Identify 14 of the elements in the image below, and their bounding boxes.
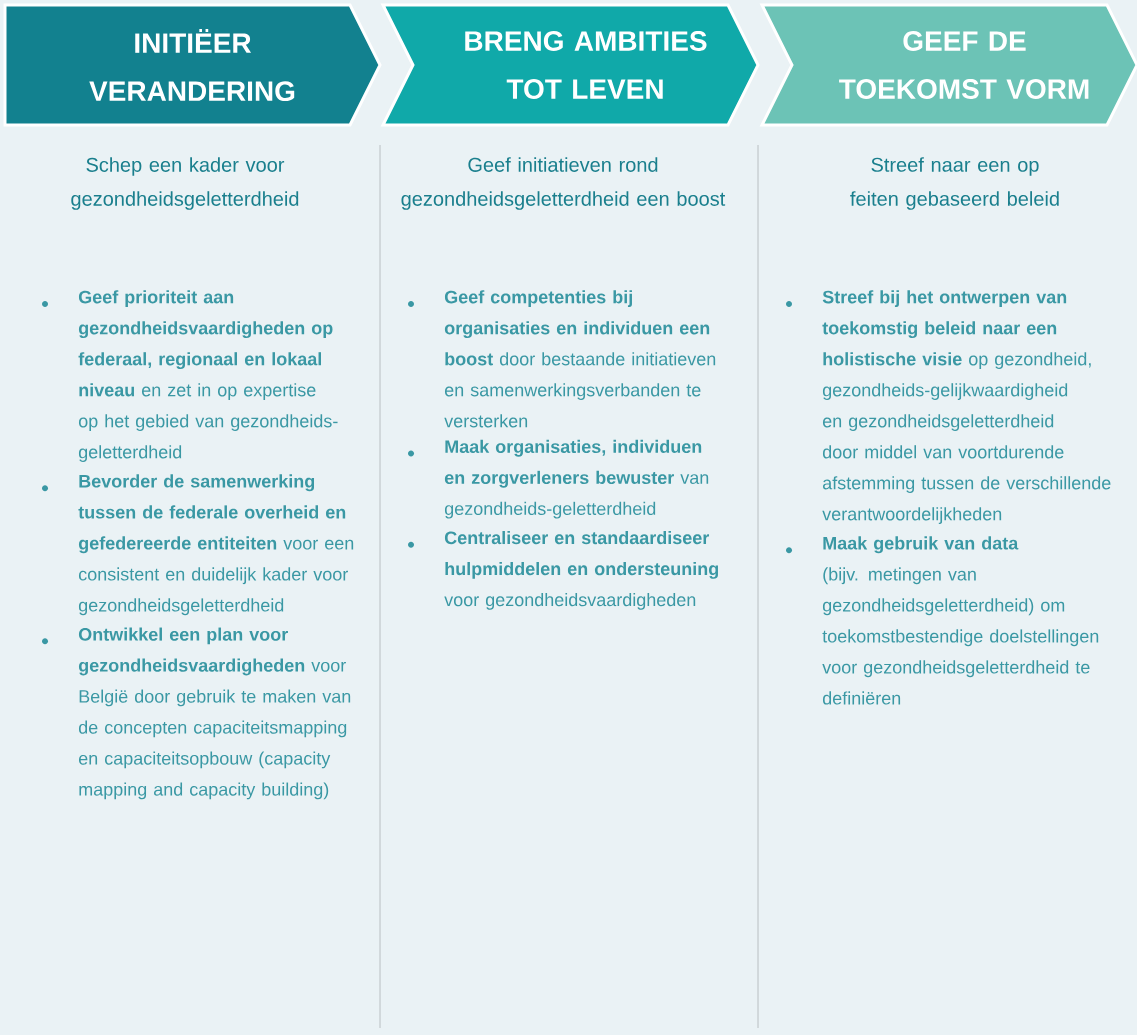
bullet-text: Geef competenties bij organisaties en individuen een boost door bestaande initiatieven en samenwerkingsverbanden te versterken <box>444 290 716 428</box>
bullet-text: Ontwikkel een plan voor gezondheidsvaardigheden voor België door gebruik te maken van de concepten capaciteitsmapping en capaciteitsopbouw (capacity mapping and capacity building) <box>78 627 351 800</box>
step-banner: BRENG AMBITIES TOT LEVEN <box>380 3 760 127</box>
column-heading: Schep een kader voor gezondheidsgeletterdheid <box>71 157 299 210</box>
step-banner: INITIËER VERANDERING <box>3 3 382 127</box>
bullet-text: Bevorder de samenwerking tussen de federale overheid en gefedereerde entiteiten voor een consistent en duidelijk kader voor gezondheidsgeletterdheid <box>78 474 354 616</box>
step-banner: GEEF DE TOEKOMST VORM <box>759 3 1137 127</box>
bullet-text: Geef prioriteit aan gezondheidsvaardigheden op federaal, regionaal en lokaal niveau en zet in op expertise op het gebied van gezondheids-geletterdheid <box>78 290 338 462</box>
bullet-text: Centraliseer en standaardiseer hulpmiddelen en ondersteuning voor gezondheidsvaardigheden <box>444 531 718 610</box>
column-heading: Geef initiatieven rond gezondheidsgeletterdheid een boost <box>401 157 726 210</box>
bullet-text: Maak gebruik van data (bijv. metingen van gezondheidsgeletterdheid) om toekomstbestendige doelstellingen voor gezondheidsgeletterdheid te definiëren <box>822 536 1099 705</box>
column-heading: Streef naar een op feiten gebaseerd beleid <box>850 157 1059 210</box>
bullet-text: Maak organisaties, individuen en zorgverleners bewuster van gezondheids-geletterdheid <box>444 439 709 519</box>
bullet-text: Streef bij het ontwerpen van toekomstig beleid naar een holistische visie op gezondheid, gezondheids-gelijkwaardigheid en gezondheidsgeletterdheid door middel van voortdurende afstemming tussen de verschillende verantwoordelijkheden <box>822 290 1111 524</box>
